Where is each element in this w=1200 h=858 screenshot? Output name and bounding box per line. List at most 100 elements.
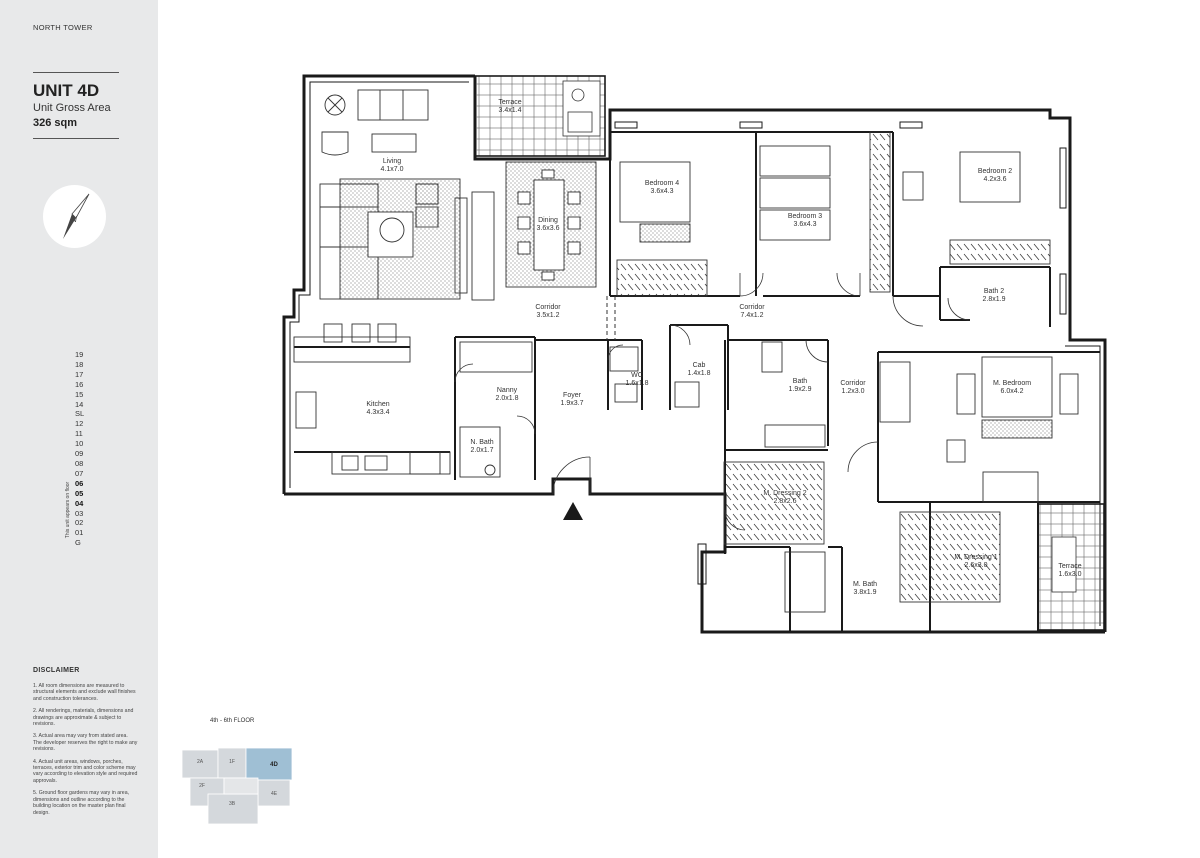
room-name: Foyer [563, 392, 582, 399]
room-labels: Terrace 3.4x1.4 Living 4.1x7.0 Dining 3.… [366, 99, 1081, 596]
disclaimer-item: 3. Actual area may vary from stated area… [33, 733, 138, 753]
floor-number: 16 [75, 379, 84, 389]
key-label-2f: 2F [199, 783, 205, 789]
key-label-4d: 4D [270, 762, 278, 768]
top-terrace [474, 75, 606, 157]
floor-number: 09 [75, 449, 84, 459]
windows [614, 121, 1067, 585]
room-dims: 3.6x3.6 [537, 225, 560, 232]
room-name: Nanny [497, 387, 518, 394]
floor-number: 03 [75, 508, 84, 518]
room-dims: 1.6x1.8 [626, 380, 649, 387]
room-name: Terrace [498, 99, 521, 106]
floor-note: This unit appears on floor [65, 481, 71, 539]
room-dims: 3.6x4.3 [651, 188, 674, 195]
room-dims: 1.6x3.0 [1059, 571, 1082, 578]
disclaimer-item: 4. Actual unit areas, windows, porches, … [33, 758, 138, 784]
divider [33, 72, 119, 73]
unit-title: UNIT 4D [33, 81, 100, 100]
floor-number: 10 [75, 439, 84, 449]
key-plan: 2A 1F 4D 2F 4E 3B [181, 747, 293, 825]
key-unit-4e [257, 779, 291, 807]
key-unit-3b [207, 793, 259, 825]
service-fixtures [459, 341, 1039, 613]
gross-area-value: 326 sqm [33, 117, 78, 129]
room-dims: 1.4x1.8 [688, 370, 711, 377]
room-dims: 3.4x1.4 [499, 107, 522, 114]
key-label-2a: 2A [197, 759, 204, 765]
room-dims: 4.3x3.4 [367, 409, 390, 416]
bottom-terrace [1037, 503, 1105, 631]
gross-area-label: Unit Gross Area [33, 102, 111, 114]
room-dims: 2.6x3.0 [965, 562, 988, 569]
floor-number: G [75, 538, 81, 548]
compass-letter: N [71, 215, 77, 224]
room-dims: 2.0x1.7 [471, 447, 494, 454]
room-name: Bath [793, 378, 808, 385]
floor-number: SL [75, 409, 85, 419]
floor-number: 12 [75, 419, 84, 429]
disclaimer-item: 5. Ground floor gardens may vary in area… [33, 790, 130, 816]
key-unit-2a [181, 749, 219, 779]
sidebar: NORTH TOWER UNIT 4D Unit Gross Area 326 … [0, 0, 158, 858]
room-name: Corridor [535, 304, 561, 311]
dining-furniture [505, 161, 597, 288]
dashed-openings [606, 296, 616, 340]
floor-number: 15 [75, 389, 84, 399]
floor-number: 14 [75, 399, 84, 409]
floor-number: 01 [75, 528, 84, 538]
room-dims: 7.4x1.2 [741, 312, 764, 319]
disclaimer-item: 2. All renderings, materials, dimensions… [33, 708, 134, 728]
room-dims: 4.1x7.0 [381, 166, 404, 173]
room-name: M. Dressing 2 [763, 490, 806, 497]
floor-number: 05 [75, 488, 84, 498]
key-label-4e: 4E [271, 791, 278, 797]
room-dims: 1.9x3.7 [561, 400, 584, 407]
floor-plan: Terrace 3.4x1.4 Living 4.1x7.0 Dining 3.… [282, 74, 1107, 634]
room-name: Kitchen [366, 401, 389, 408]
kitchen-fixtures [293, 323, 451, 475]
room-dims: 2.8x1.9 [983, 296, 1006, 303]
key-unit-1f [217, 747, 247, 779]
key-label-3b: 3B [229, 801, 236, 807]
room-name: M. Bedroom [993, 380, 1031, 387]
room-name: N. Bath [470, 439, 493, 446]
floor-number: 18 [75, 359, 84, 369]
bedroom-furniture [616, 131, 1079, 439]
room-name: Corridor [739, 304, 765, 311]
floor-number: 02 [75, 518, 84, 528]
room-dims: 4.2x3.6 [984, 176, 1007, 183]
floor-number: 19 [75, 350, 84, 359]
key-label-1f: 1F [229, 759, 235, 765]
room-dims: 1.9x2.9 [789, 386, 812, 393]
floor-number: 04 [75, 498, 84, 508]
disclaimer-title: DISCLAIMER [33, 667, 80, 674]
room-dims: 3.5x1.2 [537, 312, 560, 319]
compass-icon: N [43, 185, 106, 248]
room-name: Dining [538, 217, 558, 224]
room-name: Bath 2 [984, 288, 1004, 295]
room-dims: 3.6x4.3 [794, 221, 817, 228]
room-name: M. Dressing 1 [954, 554, 997, 561]
key-plan-label: 4th - 6th FLOOR [210, 718, 255, 724]
room-name: M. Bath [853, 581, 877, 588]
door-swings [454, 272, 971, 531]
floor-number: 08 [75, 458, 84, 468]
room-dims: 1.2x3.0 [842, 388, 865, 395]
tower-name: NORTH TOWER [33, 23, 93, 32]
room-name: Bedroom 4 [645, 180, 679, 187]
floor-number: 07 [75, 468, 84, 478]
divider [33, 138, 119, 139]
disclaimer-item: 1. All room dimensions are measured to s… [33, 683, 136, 702]
room-name: WC [631, 372, 643, 379]
room-name: Corridor [840, 380, 866, 387]
floor-number: 06 [75, 478, 84, 488]
room-name: Living [383, 158, 401, 165]
room-name: Bedroom 2 [978, 168, 1012, 175]
entry-arrow-icon [563, 502, 583, 520]
floor-number: 17 [75, 369, 84, 379]
room-name: Terrace [1058, 563, 1081, 570]
floor-number: 11 [75, 429, 83, 439]
disclaimer-list: 1. All room dimensions are measured to s… [33, 683, 138, 822]
